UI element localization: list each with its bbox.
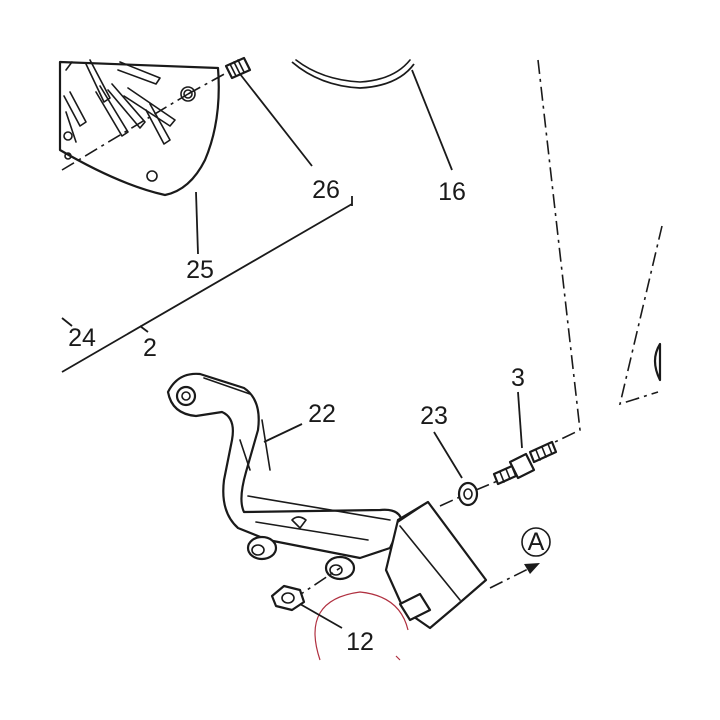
section-break-line: [61, 196, 353, 373]
callout-22: 22: [308, 400, 336, 428]
callout-16: 16: [438, 178, 466, 206]
centerline-right: [618, 225, 663, 406]
leader-lines: [61, 69, 523, 629]
view-marker-circle: [521, 527, 551, 557]
callout-12: 12: [346, 628, 374, 656]
callout-3: 3: [511, 364, 525, 392]
callout-2: 2: [143, 334, 157, 362]
nut-12: [270, 584, 306, 612]
bracket-22: [166, 372, 404, 581]
stud-3: [492, 440, 558, 486]
cover-plate-25: [58, 59, 229, 197]
view-arrow-a: A: [489, 527, 551, 589]
callout-24: 24: [68, 324, 96, 352]
view-marker-label: A: [528, 528, 545, 556]
housing-block: [384, 500, 488, 630]
screw-26: [224, 56, 252, 80]
edge-part-right: [653, 342, 662, 382]
cable-16: [291, 59, 415, 89]
callout-23: 23: [420, 402, 448, 430]
washer-23: [457, 481, 479, 507]
callout-26: 26: [312, 176, 340, 204]
highlight-circle: [314, 591, 409, 661]
callout-25: 25: [186, 256, 214, 284]
centerline-3: [533, 59, 581, 453]
